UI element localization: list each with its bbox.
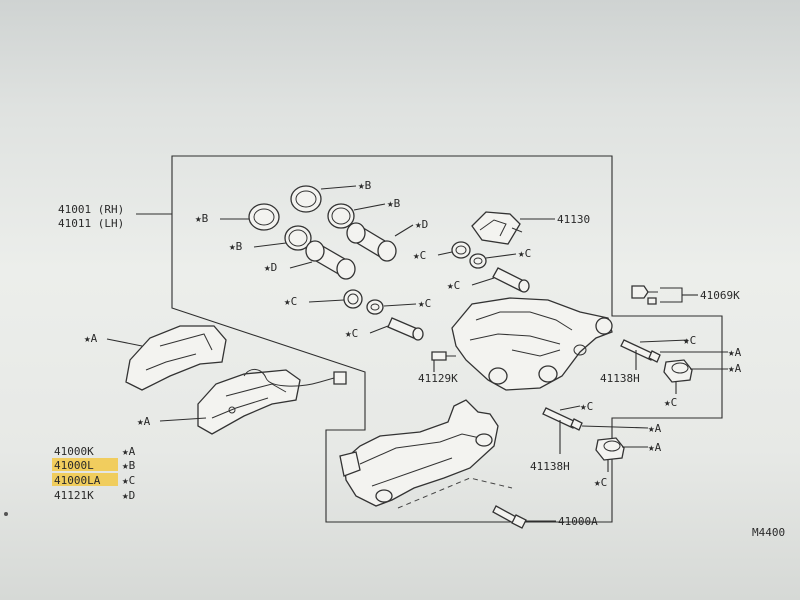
callout-c2: ★C <box>518 247 531 260</box>
callout-a2: ★A <box>137 415 151 428</box>
callout-c4: ★C <box>284 295 297 308</box>
brake-pad-upper <box>125 325 227 391</box>
piston-2 <box>305 240 356 280</box>
callout-a1: ★A <box>84 332 98 345</box>
part-41069k: 41069K <box>700 289 740 302</box>
wear-sensor <box>243 369 347 387</box>
bolt-41138h-upper <box>620 339 661 363</box>
legend-code-4: 41121K <box>54 489 94 502</box>
callout-c10: ★C <box>594 476 607 489</box>
part-41130: 41130 <box>557 213 590 226</box>
callout-c3: ★C <box>447 279 460 292</box>
speck <box>4 512 8 516</box>
callout-c7: ★C <box>683 334 696 347</box>
seal-ring-3 <box>327 203 355 229</box>
assembly-frame <box>171 155 723 523</box>
part-41000a: 41000A <box>558 515 598 528</box>
small-seal-1 <box>451 241 471 259</box>
caliper-bracket <box>339 399 499 507</box>
small-seal-3 <box>343 289 363 309</box>
callout-c9: ★C <box>580 400 593 413</box>
bleeder-41069k <box>631 285 658 305</box>
pad-spring-41130 <box>471 211 523 245</box>
callout-b3: ★B <box>195 212 209 225</box>
caliper-body <box>451 297 613 391</box>
seal-ring-4 <box>284 225 312 251</box>
callout-d2: ★D <box>264 261 277 274</box>
callout-b4: ★B <box>229 240 243 253</box>
guide-pin-1 <box>492 267 530 293</box>
seal-ring-2 <box>248 203 280 231</box>
bolt-41000a <box>492 505 527 529</box>
assembly-label-lh: 41011 (LH) <box>58 217 124 230</box>
bleeder-41129k <box>431 351 456 372</box>
callout-c6: ★C <box>345 327 358 340</box>
piston-1 <box>346 222 397 262</box>
legend-mark-1: ★A <box>122 445 136 458</box>
callout-a6: ★A <box>648 441 662 454</box>
legend-mark-4: ★D <box>122 489 135 502</box>
callout-a3: ★A <box>728 346 742 359</box>
callout-c5: ★C <box>418 297 431 310</box>
callout-b1: ★B <box>358 179 372 192</box>
part-41138h-upper: 41138H <box>600 372 640 385</box>
legend-code-2: 41000L <box>54 459 94 472</box>
callout-a4: ★A <box>728 362 742 375</box>
small-seal-4 <box>366 299 384 315</box>
legend-code-1: 41000K <box>54 445 94 458</box>
guide-pin-2 <box>387 317 424 341</box>
bushing-upper <box>663 359 693 383</box>
small-seal-2 <box>469 253 487 269</box>
bolt-41138h-lower <box>542 407 583 431</box>
callout-d1: ★D <box>415 218 428 231</box>
legend-highlight-2 <box>52 473 118 486</box>
legend-mark-2: ★B <box>122 459 136 472</box>
assembly-label-rh: 41001 (RH) <box>58 203 124 216</box>
legend-code-3: 41000LA <box>54 474 101 487</box>
part-41138h-lower: 41138H <box>530 460 570 473</box>
callout-c1: ★C <box>413 249 426 262</box>
callout-c8: ★C <box>664 396 677 409</box>
kit-legend: 41000K ★A 41000L ★B 41000LA ★C 41121K ★D <box>54 445 136 502</box>
callout-a5: ★A <box>648 422 662 435</box>
callout-b2: ★B <box>387 197 401 210</box>
legend-mark-3: ★C <box>122 474 135 487</box>
figure-code: M4400 <box>752 526 785 539</box>
seal-ring-1 <box>290 185 322 213</box>
part-41129k: 41129K <box>418 372 458 385</box>
brake-pad-lower <box>197 369 301 435</box>
bushing-lower <box>595 437 625 461</box>
legend-highlight-1 <box>52 458 118 471</box>
